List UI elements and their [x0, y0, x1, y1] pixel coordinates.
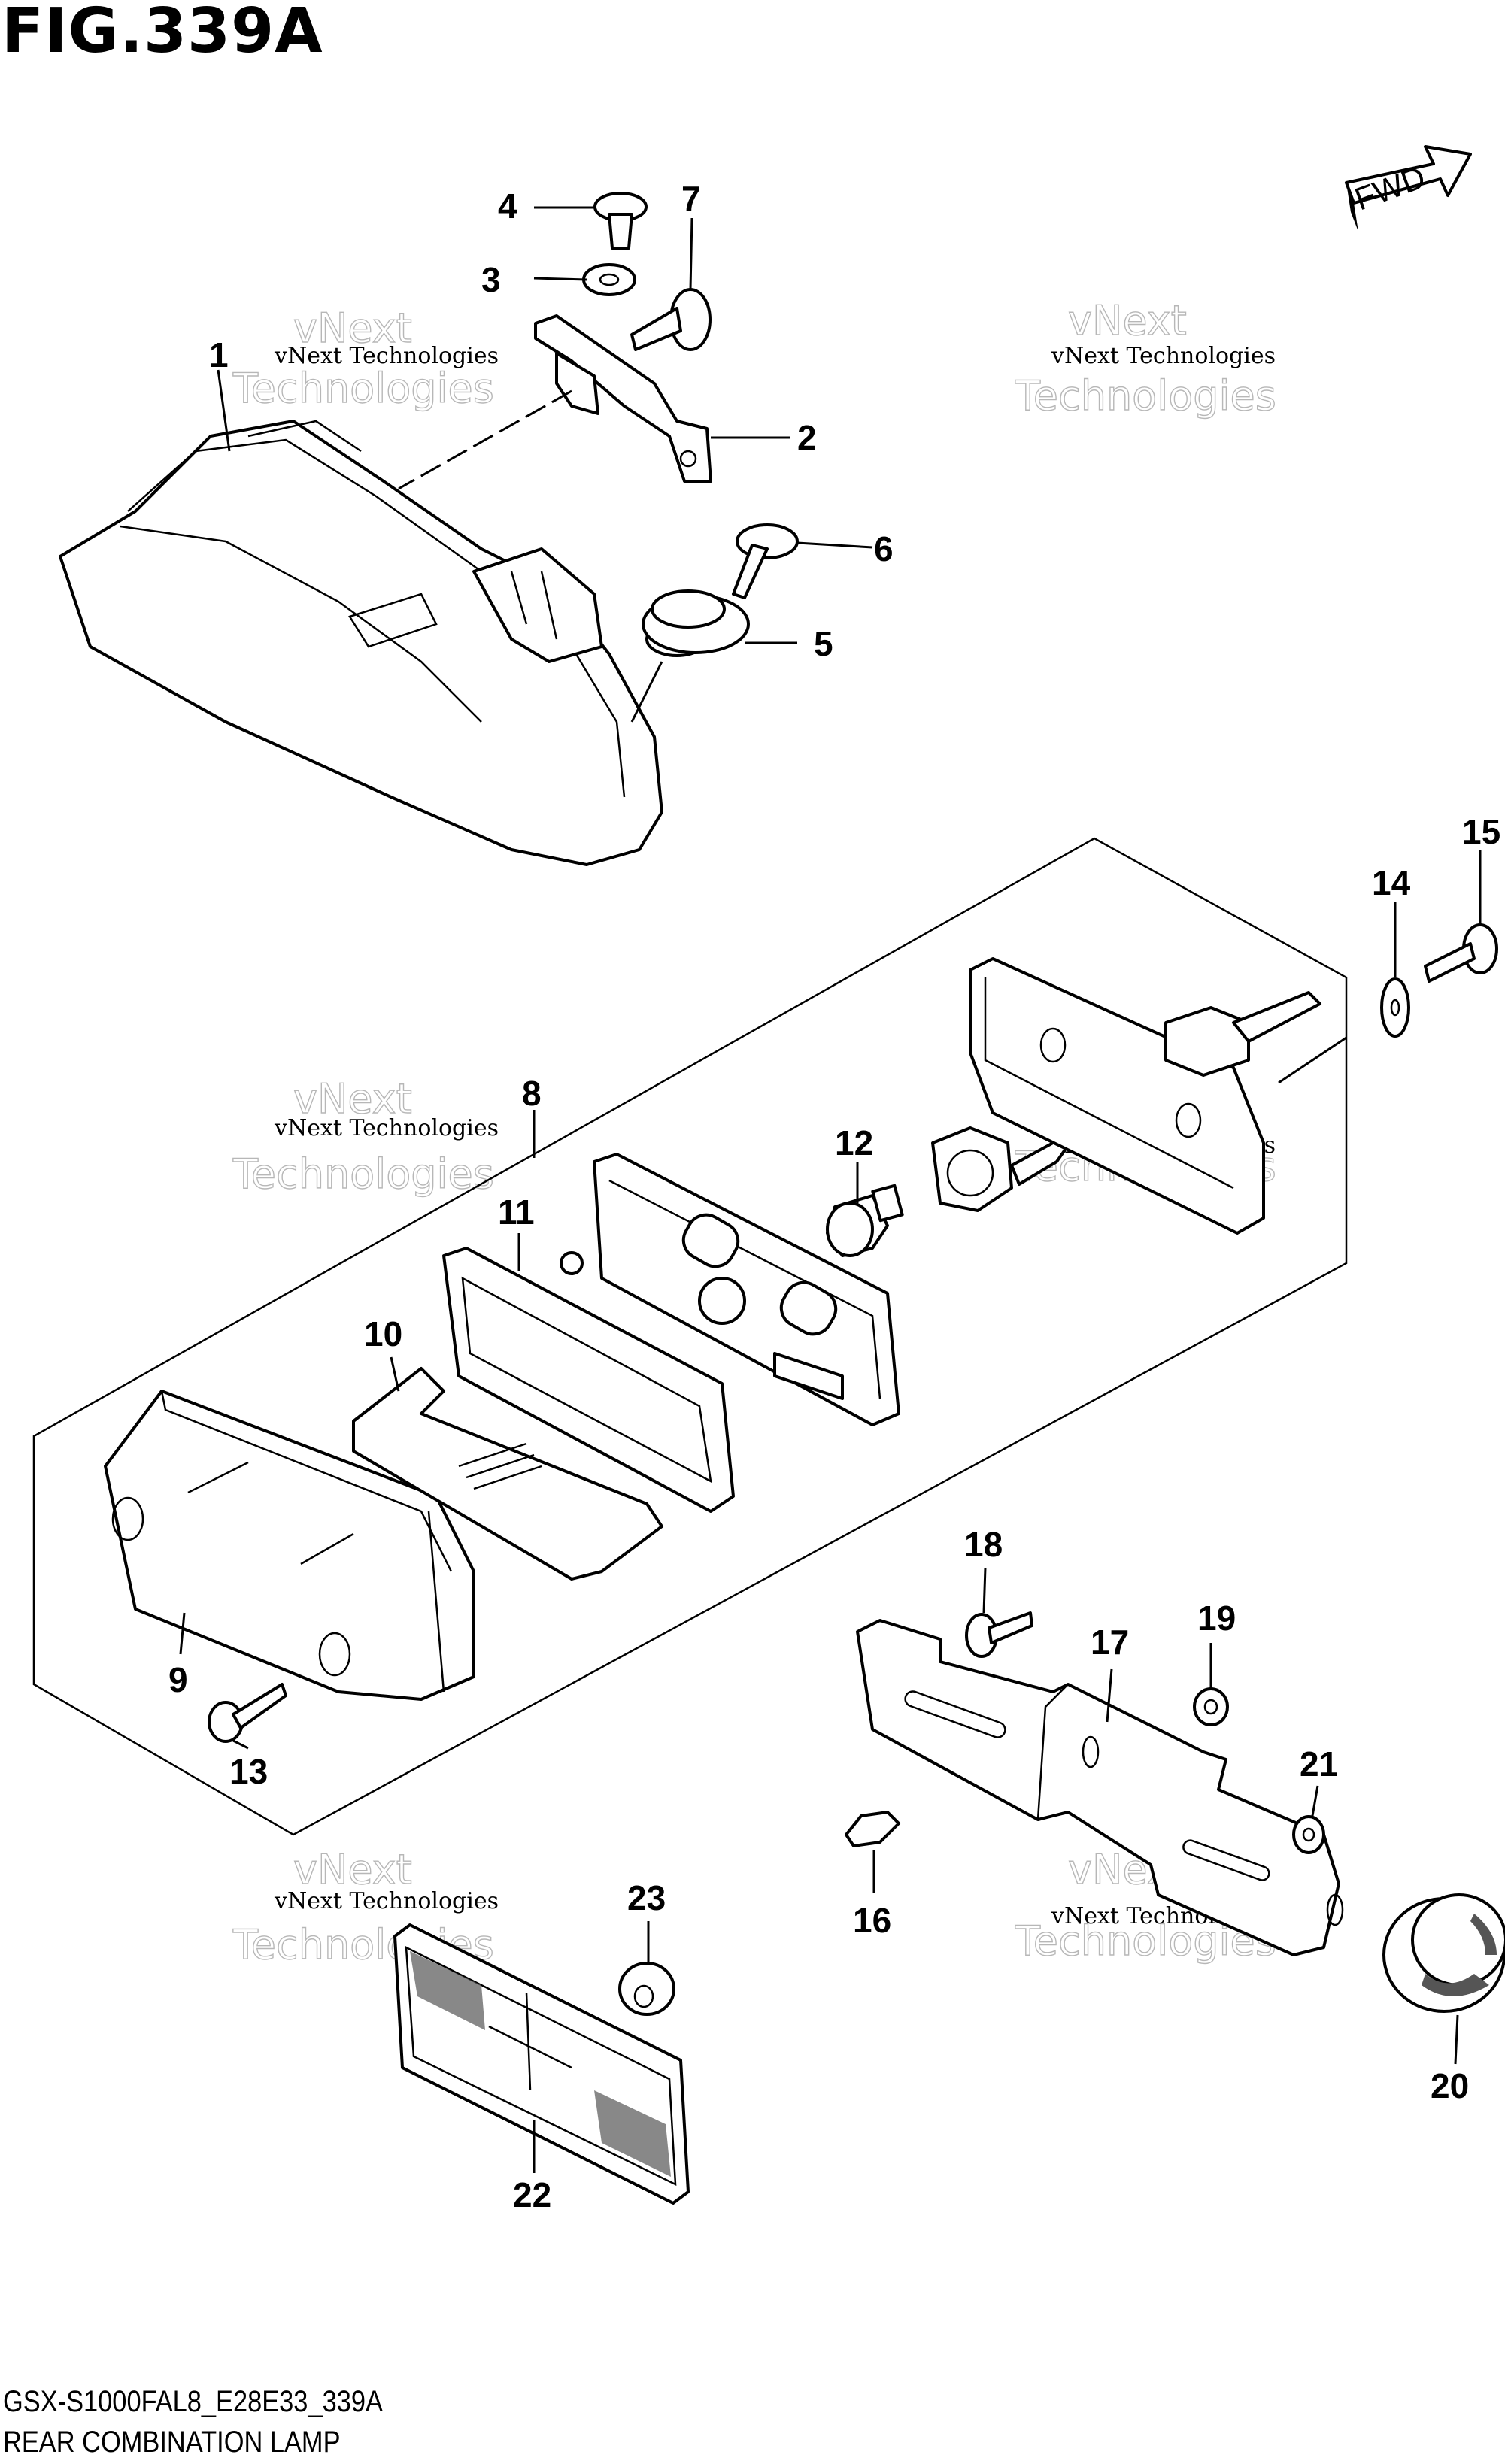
callout-14: 14: [1372, 863, 1411, 902]
callout-21: 21: [1300, 1744, 1338, 1784]
callout-12: 12: [835, 1123, 873, 1162]
part-4-screw: [593, 192, 648, 250]
callout-15: 15: [1462, 812, 1500, 851]
callout-18: 18: [964, 1525, 1003, 1564]
callout-19: 19: [1197, 1599, 1236, 1638]
callout-9: 9: [168, 1660, 188, 1699]
callout-1: 1: [209, 335, 229, 374]
leader-lines: [179, 206, 1482, 2173]
part-23-nut: [618, 1962, 675, 2016]
callout-23: 23: [627, 1878, 666, 1917]
part-20-round-reflector: [1382, 1893, 1505, 2013]
part-8-lamp-base: [560, 1153, 900, 1426]
diagram-code: GSX-S1000FAL8_E28E33_339A: [3, 2385, 383, 2418]
part-2-bracket: [398, 314, 712, 490]
part-6-screw: [732, 523, 799, 599]
callout-2: 2: [797, 418, 817, 457]
callout-7: 7: [681, 179, 701, 218]
figure-title: FIG.339A: [2, 0, 323, 67]
svg-text:Technologies: Technologies: [1015, 372, 1276, 420]
callout-20: 20: [1431, 2066, 1469, 2105]
callout-22: 22: [513, 2175, 551, 2214]
callout-16: 16: [853, 1901, 891, 1940]
callout-5: 5: [814, 624, 833, 663]
svg-text:vNext Technologies: vNext Technologies: [1051, 343, 1276, 369]
callout-13: 13: [229, 1752, 268, 1791]
svg-text:vNext: vNext: [293, 1075, 412, 1123]
part-12-bulb: [826, 1184, 904, 1257]
svg-text:vNext: vNext: [293, 305, 412, 352]
fwd-arrow-icon: FWD: [1345, 145, 1472, 232]
part-5-grommet: [630, 589, 750, 723]
callout-3: 3: [481, 260, 501, 299]
part-18-screw: [965, 1611, 1033, 1658]
svg-text:vNext Technologies: vNext Technologies: [274, 1115, 499, 1141]
callout-10: 10: [364, 1314, 402, 1353]
part-21-nut: [1292, 1815, 1325, 1854]
rear-housing-cover: [969, 957, 1347, 1235]
callout-11: 11: [498, 1193, 535, 1232]
part-1-rear-combination-lamp: [59, 420, 663, 866]
svg-text:vNext Technologies: vNext Technologies: [274, 343, 499, 369]
callout-labels: 1 2 3 4 5 6 7 8 9 10 11 12 13 14 15 16 1…: [168, 179, 1500, 2214]
diagram-name: REAR COMBINATION LAMP: [3, 2426, 341, 2459]
part-10-reflector: [352, 1367, 663, 1581]
svg-text:vNext: vNext: [293, 1846, 412, 1893]
svg-text:vNext: vNext: [1068, 297, 1187, 344]
part-13-screw: [208, 1683, 287, 1743]
part-14-washer: [1380, 977, 1410, 1038]
callout-8: 8: [522, 1074, 542, 1113]
callout-4: 4: [498, 186, 517, 226]
callout-6: 6: [874, 529, 894, 568]
part-19-nut: [1193, 1687, 1229, 1726]
part-7-screw: [630, 288, 712, 351]
part-15-screw: [1424, 923, 1498, 983]
part-9-lens: [104, 1390, 475, 1701]
svg-text:Technologies: Technologies: [232, 1150, 494, 1198]
svg-text:Technologies: Technologies: [232, 365, 494, 412]
part-22-rect-reflector: [393, 1923, 690, 2205]
part-17-license-bracket: [856, 1619, 1344, 1956]
svg-text:vNext Technologies: vNext Technologies: [274, 1888, 499, 1914]
part-16-cushion: [845, 1811, 900, 1847]
part-11-gasket: [442, 1247, 735, 1513]
callout-17: 17: [1091, 1623, 1129, 1662]
part-3-washer: [582, 263, 636, 296]
part-8-assembly-outline: [32, 837, 1348, 1836]
fwd-label: FWD: [1350, 159, 1430, 217]
